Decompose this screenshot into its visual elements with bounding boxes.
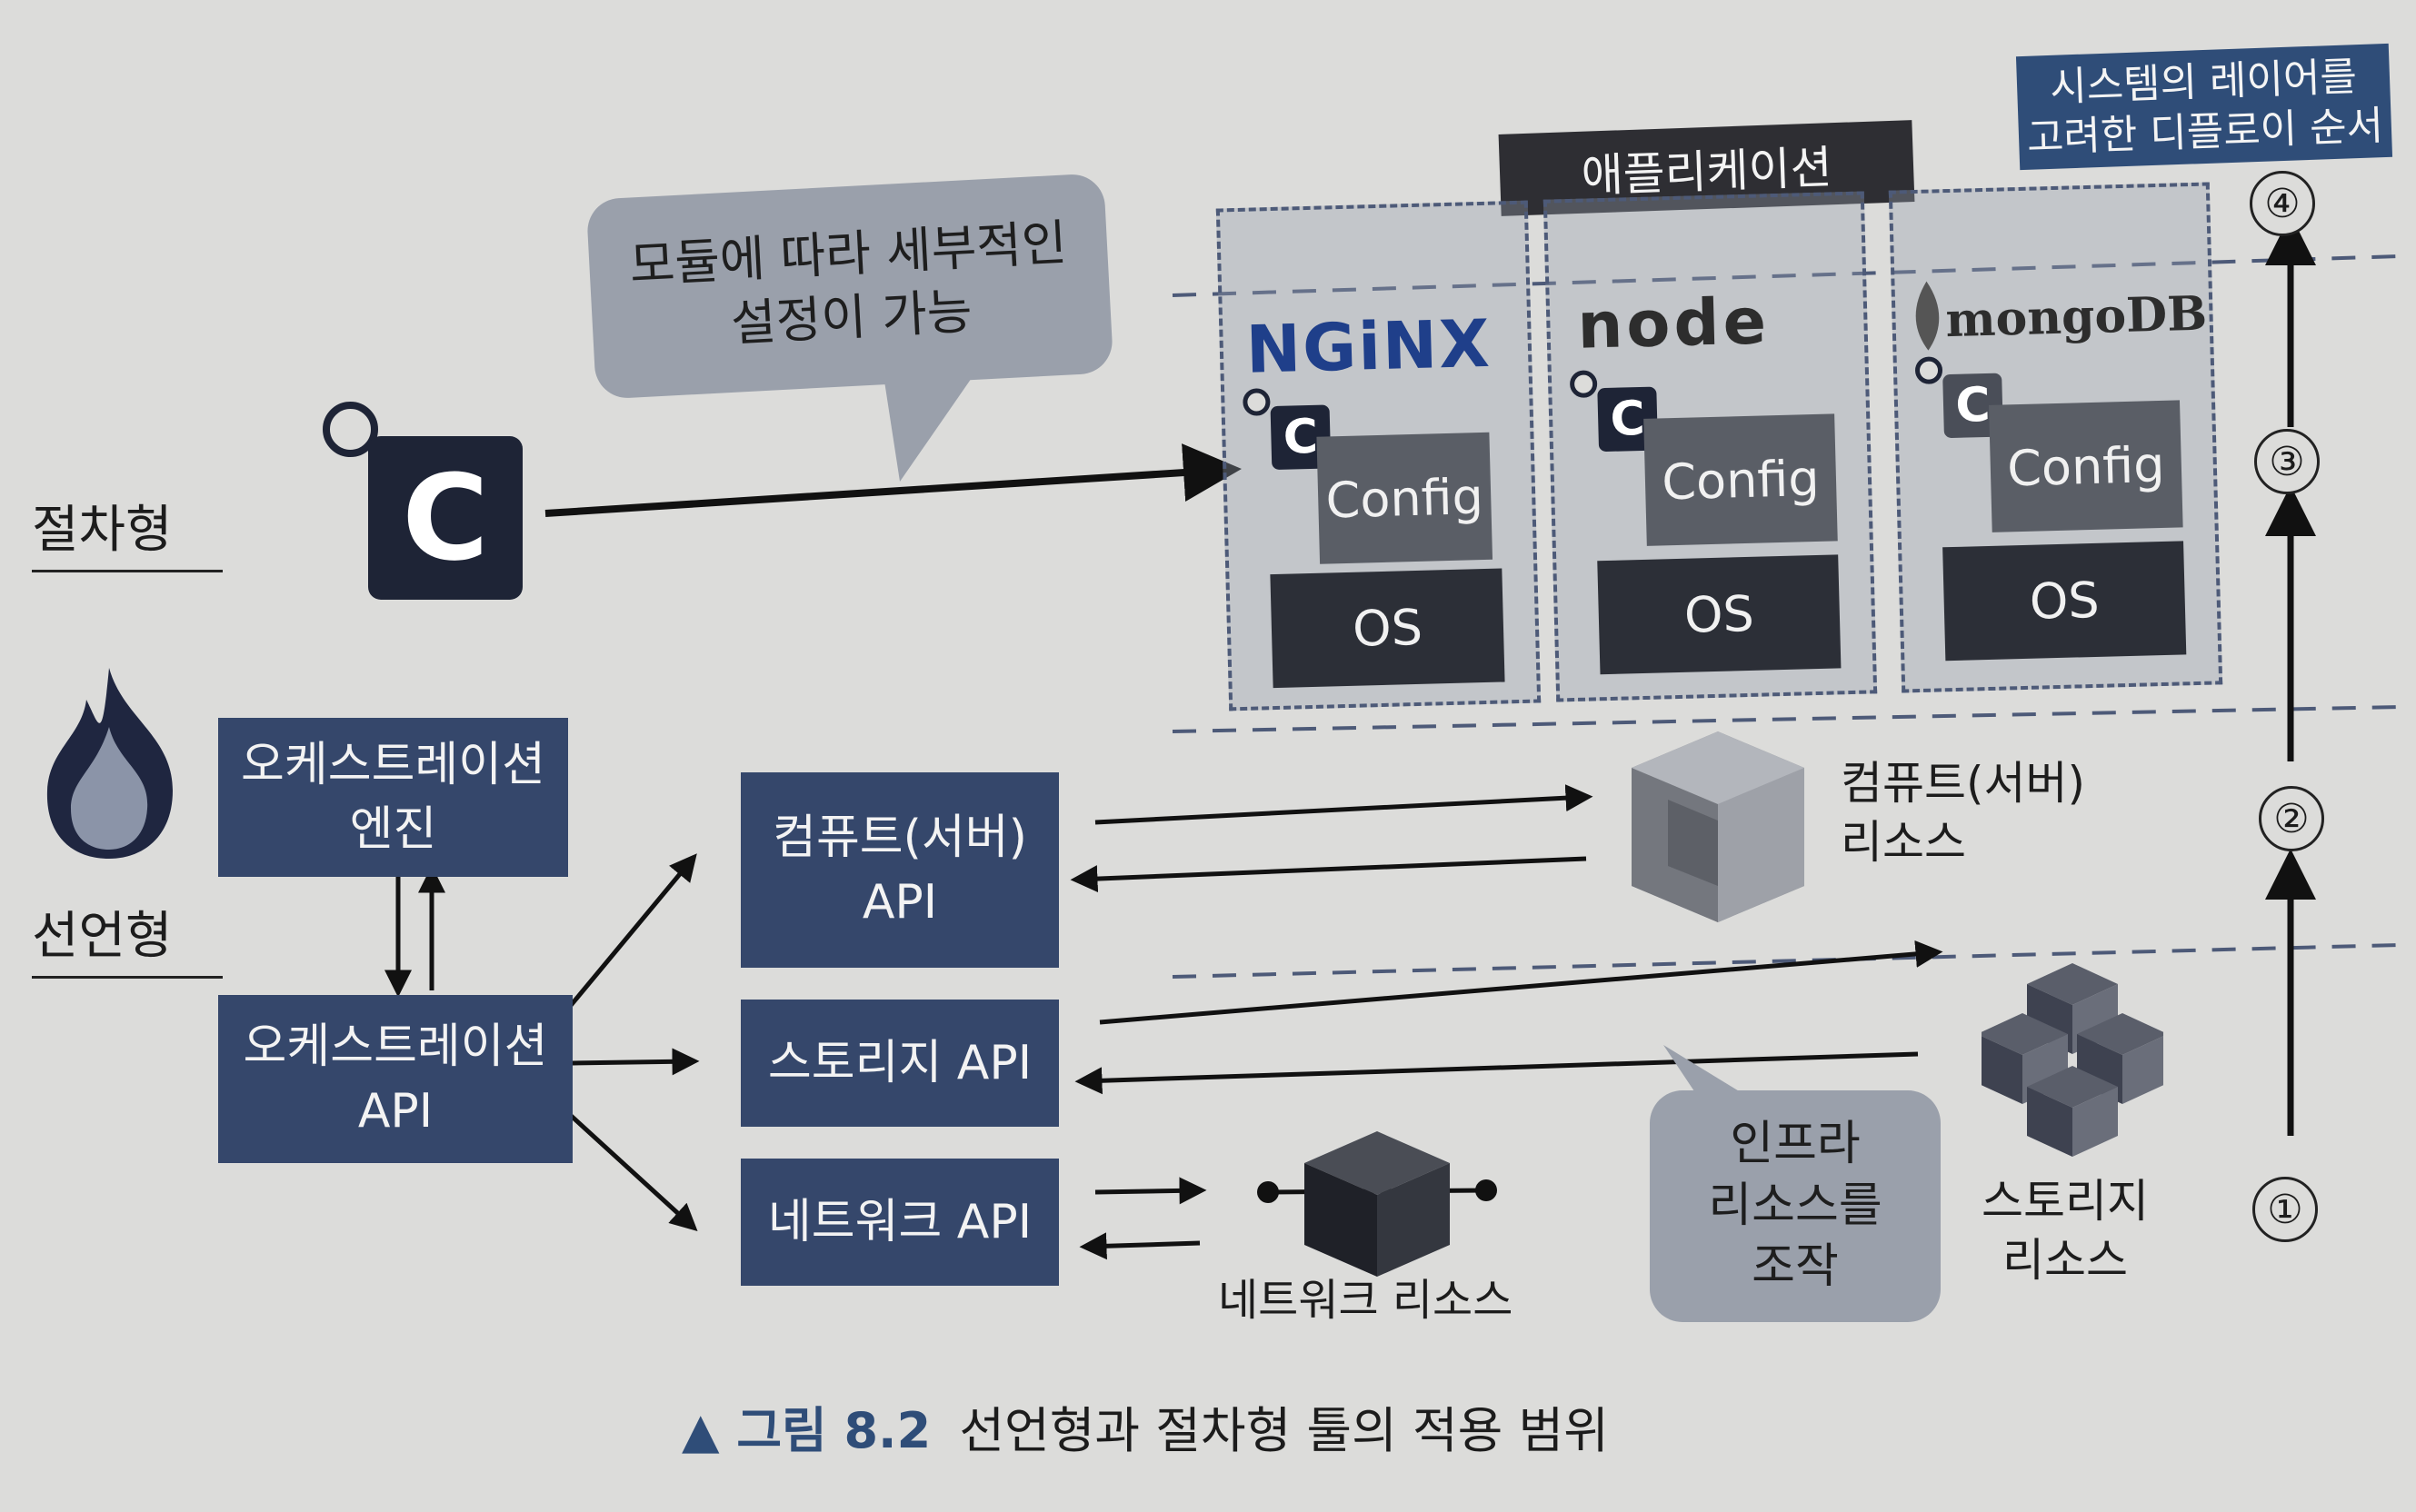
storage-out-arrow <box>1099 940 1943 1025</box>
chef-icon: C <box>368 436 523 600</box>
storage-resource-icon <box>1982 963 2163 1157</box>
storage-resource-label: 스토리지 리소스 <box>1982 1175 2149 1287</box>
step-4: ④ <box>2250 171 2315 236</box>
chef-ring-small <box>1914 356 1943 385</box>
layer-order-note: 시스템의 레이어를 고려한 디플로이 순서 <box>2015 43 2393 171</box>
separator-middle <box>1172 705 2401 733</box>
layer-separators <box>1172 254 2401 979</box>
storage-in-arrow <box>1074 1051 1919 1095</box>
fan-storage <box>572 1048 700 1076</box>
network-resource-icon <box>1304 1131 1450 1277</box>
compute-resource-icon <box>1632 731 1804 922</box>
step-1: ① <box>2252 1177 2318 1242</box>
step-3: ③ <box>2254 429 2320 494</box>
node-logo: node <box>1576 284 1771 363</box>
separator-top <box>1172 254 2401 297</box>
flame-icon <box>46 668 173 859</box>
app-box-mongodb: mongoDB C Config OS <box>1888 182 2223 693</box>
step-2: ② <box>2259 786 2324 851</box>
mongodb-leaf-icon <box>1915 281 1940 351</box>
compute-out-arrow <box>1094 784 1593 825</box>
infra-note: 인프라 리소스를 조작 <box>1650 1090 1941 1322</box>
separator-lower <box>1172 943 2401 979</box>
network-in-arrow <box>1079 1232 1201 1260</box>
app-box-node: node C Config OS <box>1542 191 1878 702</box>
network-resource-label: 네트워크 리소스 <box>1218 1275 1513 1326</box>
orchestration-api: 오케스트레이션 API <box>218 995 573 1163</box>
fan-compute <box>566 853 697 1010</box>
compute-in-arrow <box>1070 856 1587 893</box>
network-out-arrow <box>1094 1177 1207 1205</box>
network-node-right <box>1475 1179 1497 1201</box>
mongodb-logo: mongoDB <box>1944 285 2208 349</box>
chef-ring-small <box>1243 388 1271 416</box>
os-block: OS <box>1270 568 1505 689</box>
network-node-left <box>1257 1181 1279 1203</box>
caption-text: 선언형과 절차형 툴의 적용 범위 <box>959 1402 1609 1459</box>
compute-resource-label: 컴퓨트(서버) 리소스 <box>1841 757 2086 869</box>
module-note: 모듈에 따라 세부적인 설정이 가능 <box>585 173 1114 400</box>
app-box-nginx: NGiNX C Config OS <box>1215 200 1542 711</box>
declarative-label: 선언형 <box>32 904 223 979</box>
caption-prefix: ▲ 그림 8.2 <box>682 1402 932 1459</box>
os-block: OS <box>1597 554 1842 675</box>
chef-arrow <box>544 443 1242 517</box>
config-block: Config <box>1316 432 1493 564</box>
compute-api: 컴퓨트(서버) API <box>741 772 1059 968</box>
fan-network <box>566 1111 698 1232</box>
network-api: 네트워크 API <box>741 1159 1059 1286</box>
procedural-label: 절차형 <box>32 498 223 572</box>
bubble-tail <box>882 363 982 482</box>
storage-api: 스토리지 API <box>741 1000 1059 1127</box>
nginx-logo: NGiNX <box>1244 304 1493 388</box>
orchestration-engine: 오케스트레이션 엔진 <box>218 718 568 877</box>
config-block: Config <box>1643 413 1838 546</box>
chef-ring-small <box>1569 370 1598 399</box>
config-block: Config <box>1989 400 2183 532</box>
os-block: OS <box>1942 541 2187 662</box>
figure-caption: ▲ 그림 8.2 선언형과 절차형 툴의 적용 범위 <box>682 1390 1609 1462</box>
